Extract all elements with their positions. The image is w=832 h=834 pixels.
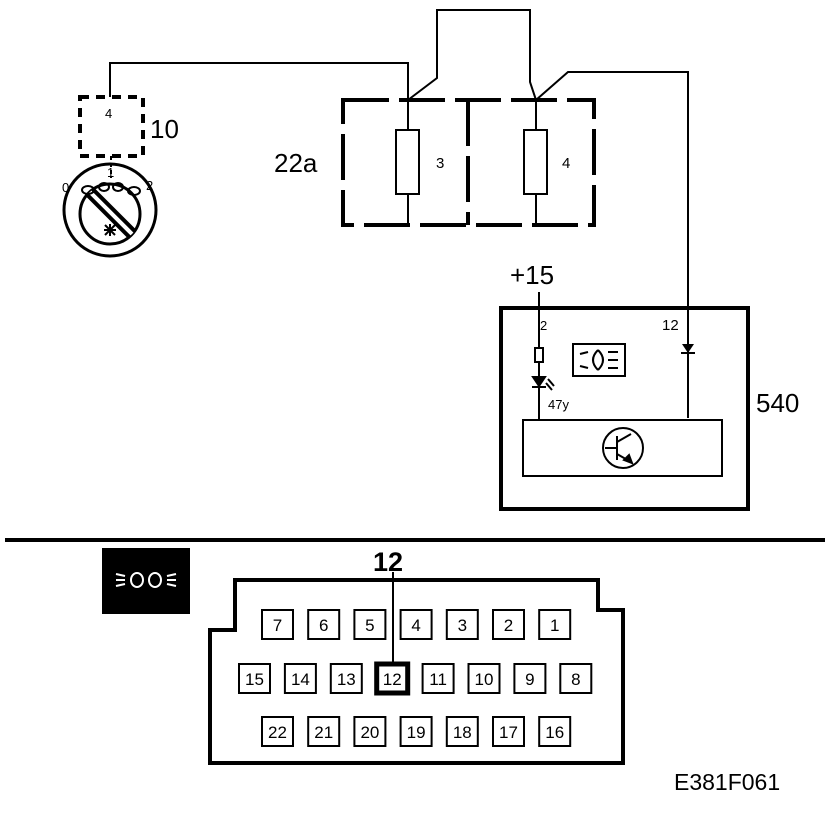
module-outline [499,306,750,511]
resistor-icon [534,347,544,363]
wire-switch-to-fuse3 [109,62,409,100]
connector-pin-label: 13 [337,670,356,689]
connector-pin-label: 20 [360,723,379,742]
connector-pin-1 [538,609,572,640]
headlight-icon [572,343,626,377]
connector-pin-21 [307,716,341,747]
connector-pin-4 [399,609,433,640]
switch-position-1: 1 [107,165,114,180]
transistor-icon [602,427,644,469]
connector-pin-label: 1 [550,616,559,635]
connector-pin-5 [353,609,387,640]
connector-pin-20 [353,716,387,747]
connector-pin-label: 18 [453,723,472,742]
connector-outline [208,578,625,765]
connector-pin-14 [283,663,317,694]
lights-symbol-badge [102,548,190,614]
diode-icon [681,344,695,354]
fuse-4-label: 4 [562,155,570,172]
connector-pin-label: 17 [499,723,518,742]
connector-pin-label: 8 [571,670,580,689]
connector-pin-label: 7 [273,616,282,635]
connector-pin-label: 3 [458,616,467,635]
fusebox-ref-label: 22a [274,148,318,178]
wire-fuse-bridge [407,9,537,101]
connector-pin-15 [238,663,271,694]
pin-12-label: 12 [662,317,679,334]
transistor-block [522,419,723,477]
connector-pin-16 [538,716,572,747]
highlight-pin-label: 12 [373,547,403,577]
connector-pin-label: 12 [383,670,402,689]
connector-pin-label: 19 [407,723,426,742]
connector-pin-label: 9 [525,670,534,689]
connector-pin-label: 16 [545,723,564,742]
fusebox-22a: 22a 3 4 [274,98,596,227]
fuse-3-label: 3 [436,155,444,172]
connector-pin-19 [399,716,433,747]
connector-pin-9 [513,663,547,694]
connector-pin-label: 5 [365,616,374,635]
connector-pin-7 [261,609,294,640]
connector-pin-label: 21 [314,723,333,742]
led-label: 47y [548,397,569,412]
connector-pin-8 [559,663,593,694]
light-switch-10: 4 10 0 1 2 [62,95,179,258]
connector-pin-label: 22 [268,723,287,742]
connector-pin-label: 10 [475,670,494,689]
connector-pin-18 [445,716,479,747]
switch-position-0: 0 [62,180,69,195]
module-ref-label: 540 [756,388,799,418]
fuse-4: 4 [523,100,570,225]
fuse-3: 3 [395,100,444,225]
connector-pin-label: 2 [504,616,513,635]
connector-pin-11 [421,663,455,694]
switch-ref-label: 10 [150,114,179,144]
connector-pin-label: 4 [411,616,420,635]
led-icon [531,376,555,391]
connector-pin-3 [445,609,479,640]
connector-pin-label: 6 [319,616,328,635]
connector-pin-label: 15 [245,670,264,689]
wire-fuse4-to-module [535,71,689,418]
connector-pin-2 [492,609,525,640]
control-module-540: 540 +15 2 47y [499,260,799,511]
connector-pin-17 [492,716,525,747]
connector-pin-label: 14 [291,670,310,689]
connector-pin-13 [329,663,363,694]
switch-pin-label: 4 [105,106,112,121]
pin-2-label: 2 [540,318,547,333]
connector-pin-12 [374,661,411,696]
rotary-knob-icon [62,162,158,258]
connector-pin-22 [261,716,294,747]
figure-code: E381F061 [674,769,780,795]
connector-pin-10 [467,663,501,694]
switch-housing [78,95,145,158]
connector-pin-6 [307,609,341,640]
wires [109,9,689,418]
supply-label: +15 [510,260,554,290]
connector-pin-label: 11 [429,670,447,689]
